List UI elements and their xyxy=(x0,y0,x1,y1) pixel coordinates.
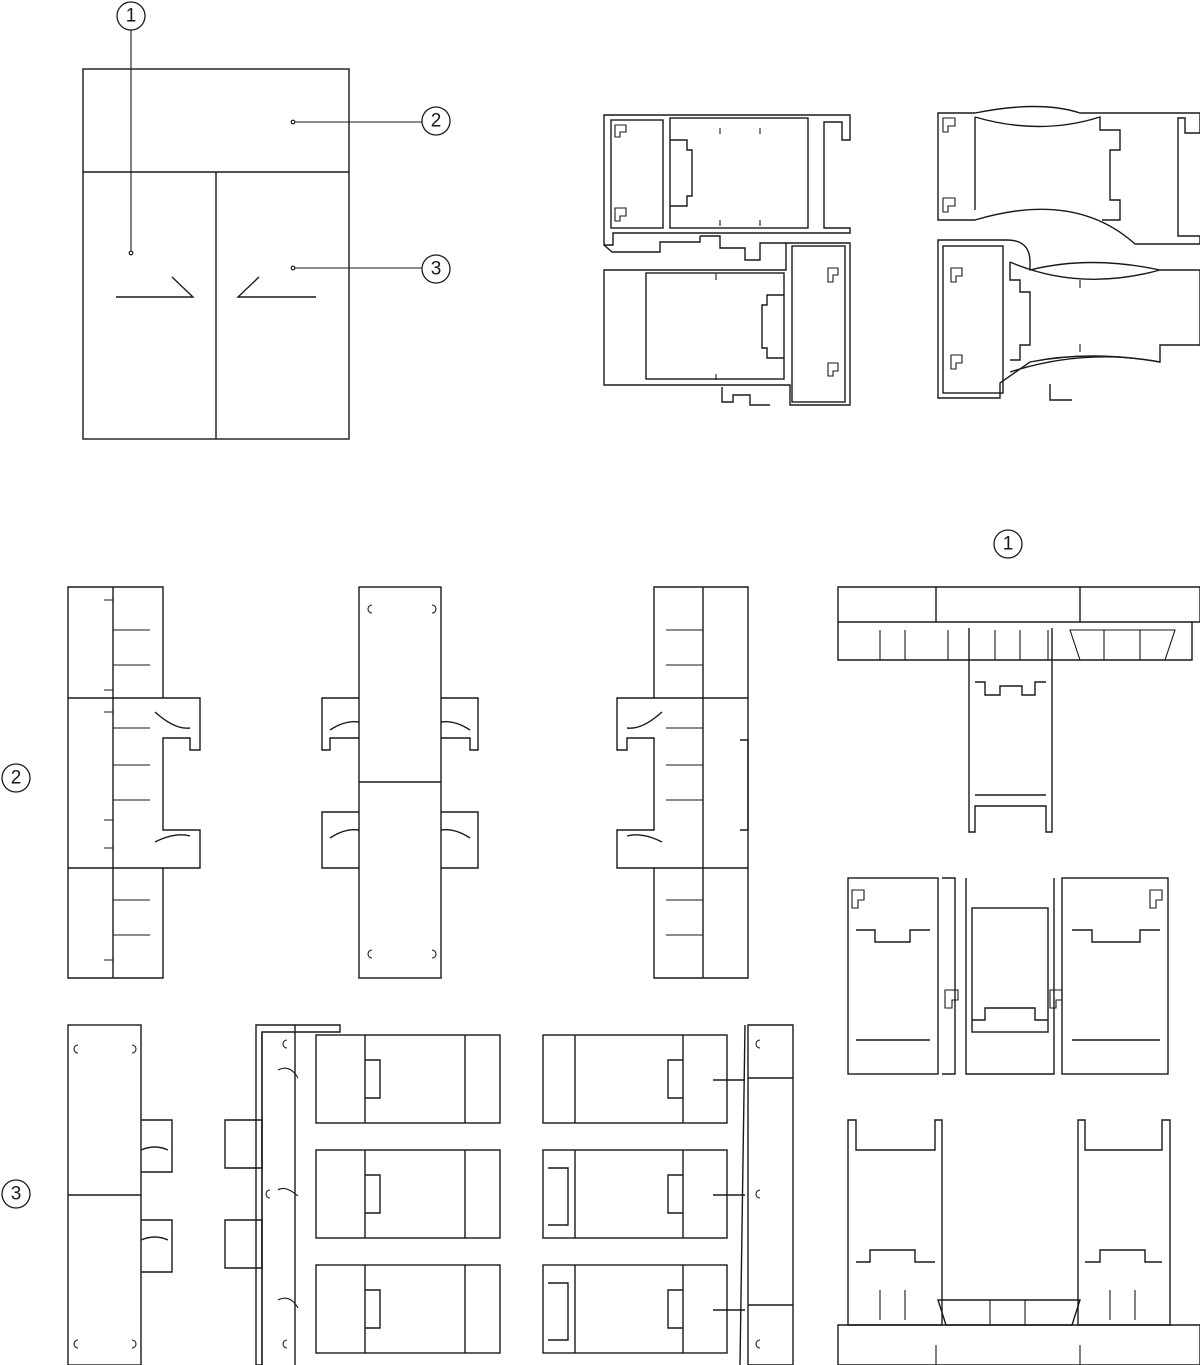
callout-3-top: 3 xyxy=(421,254,451,284)
profile-section-1c xyxy=(837,1119,1200,1365)
profile-section-2a xyxy=(67,586,201,979)
profile-section-3a xyxy=(67,1024,173,1365)
profile-section-1a xyxy=(837,586,1200,833)
profile-section-1b xyxy=(847,877,1169,1075)
callout-3-section: 3 xyxy=(1,1179,31,1209)
profile-section-2b xyxy=(321,586,479,979)
door-elevation xyxy=(82,30,422,440)
callout-1-section: 1 xyxy=(993,529,1023,559)
callout-label: 1 xyxy=(126,6,137,27)
profile-section-3b xyxy=(224,1024,501,1365)
callout-label: 3 xyxy=(11,1184,22,1205)
callout-2-top: 2 xyxy=(421,106,451,136)
profile-assembly-top-middle xyxy=(603,114,851,406)
callout-label: 3 xyxy=(431,259,442,280)
callout-1-top: 1 xyxy=(116,1,146,31)
callout-label: 2 xyxy=(431,111,442,132)
callout-label: 2 xyxy=(11,768,22,789)
profile-assembly-top-right xyxy=(937,105,1200,401)
profile-section-2c xyxy=(616,586,749,979)
profile-section-3c xyxy=(542,1024,794,1365)
callout-label: 1 xyxy=(1003,534,1014,555)
callout-2-section: 2 xyxy=(1,763,31,793)
